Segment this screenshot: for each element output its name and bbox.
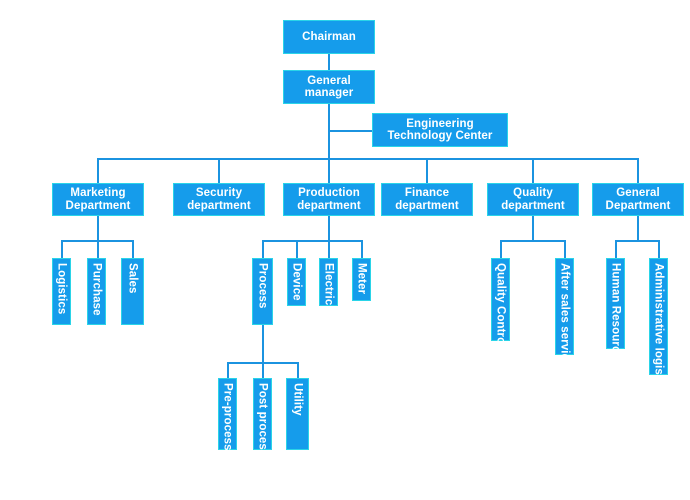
connector-drop-quality [532, 158, 534, 183]
node-administrative-logistics[interactable]: Administrative logistics [649, 258, 668, 395]
connector-drop-general [637, 158, 639, 183]
node-logistics[interactable]: Logistics [52, 258, 71, 325]
node-finance-department[interactable]: Finance department [381, 183, 473, 216]
node-pre-process[interactable]: Pre-process [218, 378, 237, 451]
connector-drop-post-process [262, 362, 264, 378]
node-quality-department[interactable]: Quality department [487, 183, 579, 216]
node-quality-control[interactable]: Quality Control [491, 258, 510, 348]
connector-department-bus [97, 158, 638, 160]
node-marketing-department[interactable]: Marketing Department [52, 183, 144, 216]
connector-marketing-stem [97, 216, 99, 241]
node-human-resources[interactable]: Human Resources [606, 258, 625, 365]
connector-drop-sales [132, 240, 134, 259]
connector-quality-stem [532, 216, 534, 241]
connector-drop-administrative-logistics [658, 240, 660, 259]
connector-drop-human-resources [615, 240, 617, 259]
node-process[interactable]: Process [252, 258, 273, 325]
node-electric[interactable]: Electric [319, 258, 338, 306]
node-utility[interactable]: Utility [286, 378, 309, 450]
node-general-manager[interactable]: General manager [283, 70, 375, 104]
connector-drop-process [262, 240, 264, 259]
connector-drop-marketing [97, 158, 99, 183]
node-engineering-technology-center[interactable]: Engineering Technology Center [372, 113, 508, 147]
node-after-sales-service[interactable]: After sales service [555, 258, 574, 367]
connector-production-bus [262, 240, 362, 242]
node-general-department[interactable]: General Department [592, 183, 684, 216]
connector-drop-finance [426, 158, 428, 183]
node-sales[interactable]: Sales [121, 258, 144, 325]
connector-chairman-to-general-manager [328, 54, 330, 70]
node-chairman[interactable]: Chairman [283, 20, 375, 54]
node-security-department[interactable]: Security department [173, 183, 265, 216]
connector-drop-pre-process [227, 362, 229, 378]
connector-quality-bus [500, 240, 566, 242]
connector-drop-device [296, 240, 298, 259]
connector-drop-production [328, 158, 330, 183]
node-post-process[interactable]: Post process [253, 378, 272, 456]
node-device[interactable]: Device [287, 258, 306, 306]
node-purchase[interactable]: Purchase [87, 258, 106, 325]
connector-general-dept-stem [637, 216, 639, 241]
connector-production-stem [328, 216, 330, 241]
connector-drop-logistics [61, 240, 63, 259]
connector-process-stem [262, 325, 264, 363]
connector-drop-electric [328, 240, 330, 259]
connector-drop-meter [361, 240, 363, 259]
node-meter[interactable]: Meter [352, 258, 371, 301]
connector-drop-utility [297, 362, 299, 378]
connector-to-engineering-center [328, 130, 372, 132]
connector-drop-security [218, 158, 220, 183]
connector-drop-after-sales [564, 240, 566, 259]
connector-general-dept-bus [615, 240, 660, 242]
connector-drop-purchase [97, 240, 99, 259]
node-production-department[interactable]: Production department [283, 183, 375, 216]
connector-drop-quality-control [500, 240, 502, 259]
